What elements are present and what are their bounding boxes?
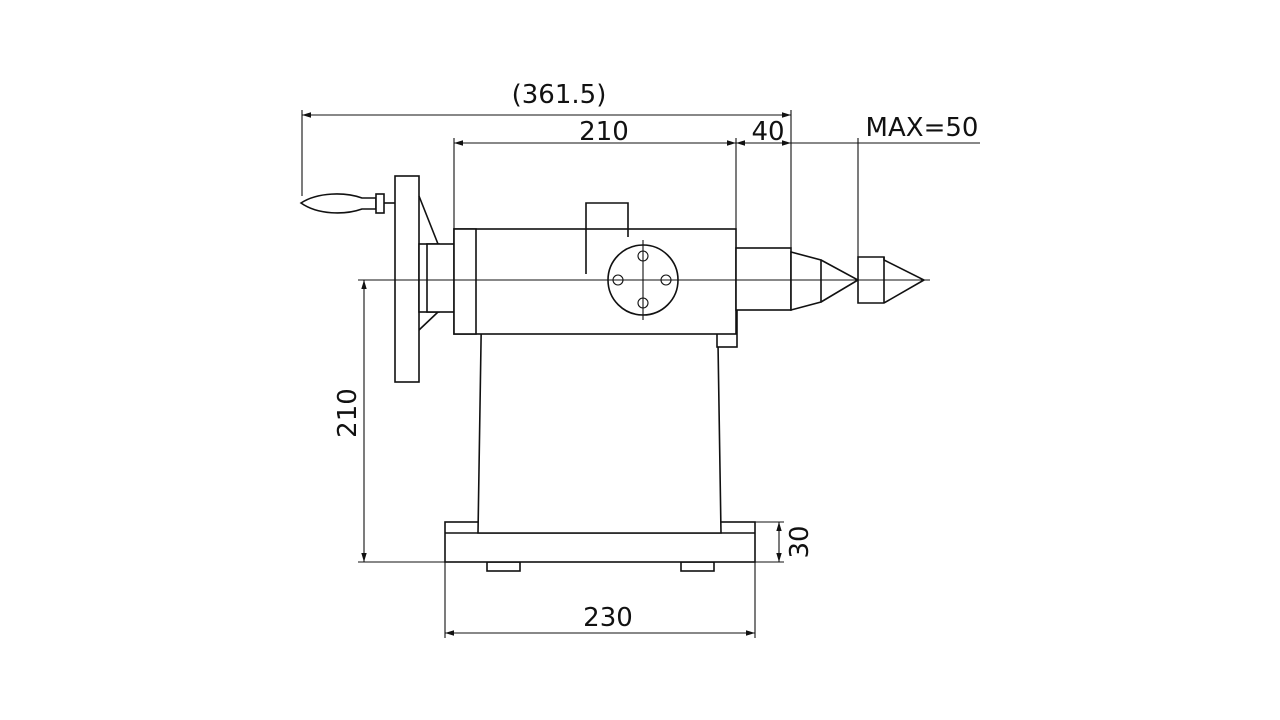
dim-base-thickness-label: 30 (785, 525, 815, 558)
dim-overall-length-label: (361.5) (512, 80, 607, 110)
dim-max-stroke: MAX=50 (791, 113, 980, 257)
dim-body-length: 210 (453, 117, 737, 229)
dim-center-height-label: 210 (333, 388, 363, 438)
dim-center-height: 210 (333, 279, 445, 563)
dim-body-length-label: 210 (579, 117, 629, 147)
dim-base-thickness: 30 (755, 521, 815, 563)
quill-housing (453, 202, 737, 335)
dim-overall-length: (361.5) (301, 80, 792, 248)
dim-max-stroke-label: MAX=50 (866, 113, 979, 143)
dim-base-width-label: 230 (583, 603, 633, 633)
dim-base-width: 230 (444, 562, 756, 638)
dim-quill-extension: 40 (736, 117, 791, 147)
handwheel (394, 175, 456, 383)
quill-and-center (735, 247, 926, 312)
dim-quill-extension-label: 40 (751, 117, 784, 147)
handle-grip (299, 193, 395, 214)
